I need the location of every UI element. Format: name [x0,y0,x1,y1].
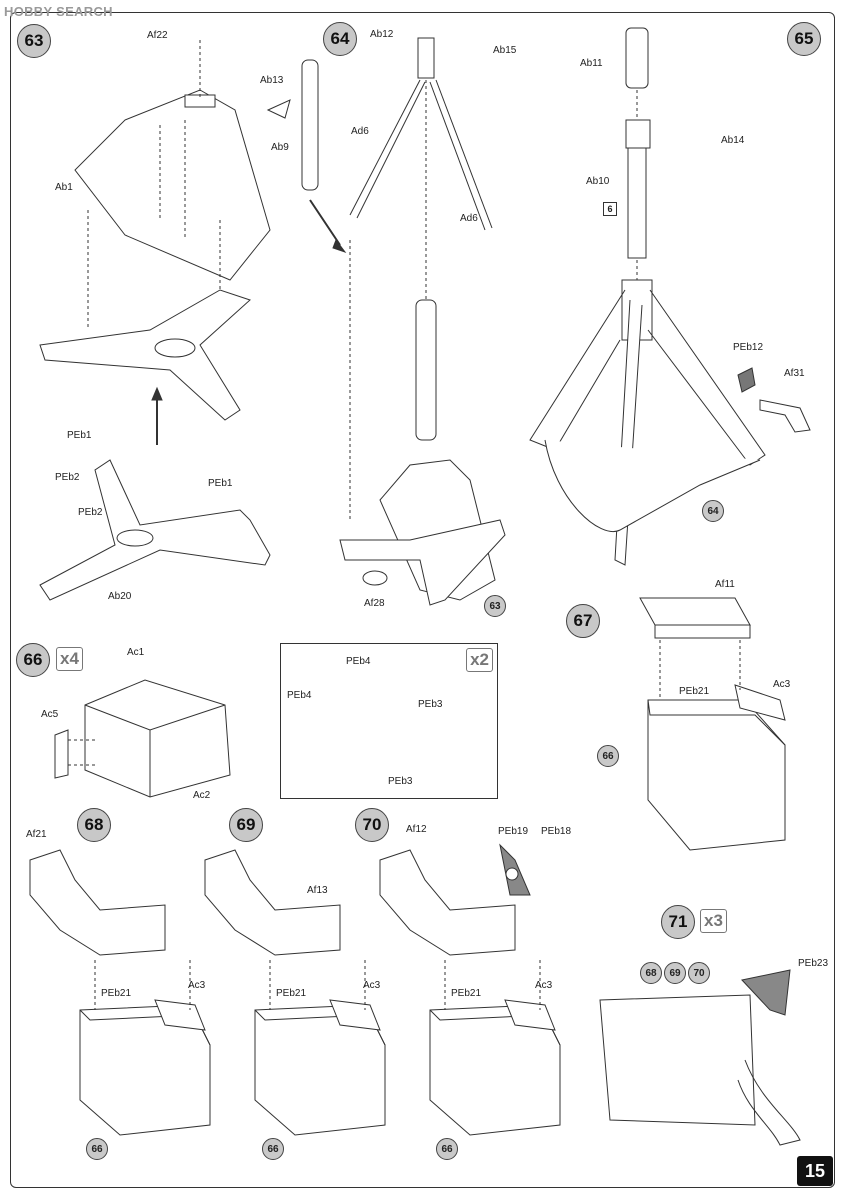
step-70-number: 70 [355,808,389,842]
ammo-box-71 [600,995,755,1125]
ref-step-66: 66 [262,1138,284,1160]
lid-af11 [640,598,750,625]
detail-inset-box: x2 [280,643,498,799]
label-peb21: PEb21 [679,686,710,697]
label-ab1: Ab1 [55,182,73,193]
label-peb4: PEb4 [346,656,371,667]
label-ac3: Ac3 [535,980,553,991]
label-ab12: Ab12 [370,29,394,40]
label-ab14: Ab14 [721,135,745,146]
label-peb3: PEb3 [388,776,413,787]
step-71-number: 71 [661,905,695,939]
label-ab10: Ab10 [586,176,610,187]
multiplier-detail: x2 [466,648,493,672]
label-af21: Af21 [26,829,47,840]
step-64-number: 64 [323,22,357,56]
label-ac2: Ac2 [193,790,211,801]
label-peb21: PEb21 [276,988,307,999]
ref-step-66: 66 [597,745,619,767]
watermark-logo: HOBBY SEARCH [4,4,113,19]
ref-step-68: 68 [640,962,662,984]
part-ab11 [626,28,648,88]
label-ab15: Ab15 [493,45,517,56]
label-af22: Af22 [147,30,168,41]
label-peb18: PEb18 [541,826,572,837]
label-ad6: Ad6 [460,213,478,224]
label-peb2: PEb2 [55,472,80,483]
label-ab11: Ab11 [580,58,603,69]
label-peb19: PEb19 [498,826,529,837]
ammo-box-ac2 [85,680,230,797]
label-ab9: Ab9 [271,142,289,153]
ref-step-69: 69 [664,962,686,984]
label-ab20: Ab20 [108,591,132,602]
ammo-box-70 [380,845,560,1135]
step-63-number: 63 [17,24,51,58]
step-65-number: 65 [787,22,821,56]
multiplier-71: x3 [700,909,727,933]
ref-step-64: 64 [702,500,724,522]
step-67-number: 67 [566,604,600,638]
label-ac5: Ac5 [41,709,59,720]
label-peb23: PEb23 [798,958,829,969]
step-66-number: 66 [16,643,50,677]
label-peb12: PEb12 [733,342,764,353]
label-peb1: PEb1 [208,478,233,489]
tripod-base [40,290,250,420]
ammo-box-67 [648,700,785,850]
ref-step-66: 66 [436,1138,458,1160]
label-af13: Af13 [307,885,328,896]
label-ab13: Ab13 [260,75,284,86]
pole-ab9 [302,60,318,190]
label-ac3: Ac3 [188,980,206,991]
label-ac3: Ac3 [363,980,381,991]
base-ab20 [40,460,270,600]
label-peb4: PEb4 [287,690,312,701]
label-af31: Af31 [784,368,805,379]
label-peb3: PEb3 [418,699,443,710]
label-ac1: Ac1 [127,647,145,658]
page-number: 15 [797,1156,833,1186]
label-af28: Af28 [364,598,385,609]
multiplier-66: x4 [56,647,83,671]
ammo-box-69 [205,850,385,1135]
step-69-number: 69 [229,808,263,842]
ref-step-70: 70 [688,962,710,984]
label-af11: Af11 [715,579,735,590]
label-af12: Af12 [406,824,427,835]
label-ad6: Ad6 [351,126,369,137]
step-68-number: 68 [77,808,111,842]
label-peb21: PEb21 [451,988,482,999]
label-ac3: Ac3 [773,679,791,690]
label-peb1: PEb1 [67,430,92,441]
label-peb2: PEb2 [78,507,103,518]
part-peb23 [742,970,790,1015]
ref-step-66: 66 [86,1138,108,1160]
ref-step-63: 63 [484,595,506,617]
ammo-box-68 [30,850,210,1135]
ref-step-6: 6 [603,202,617,216]
label-peb21: PEb21 [101,988,132,999]
page-border [10,12,835,1188]
cone-shield-ab1 [75,90,270,280]
